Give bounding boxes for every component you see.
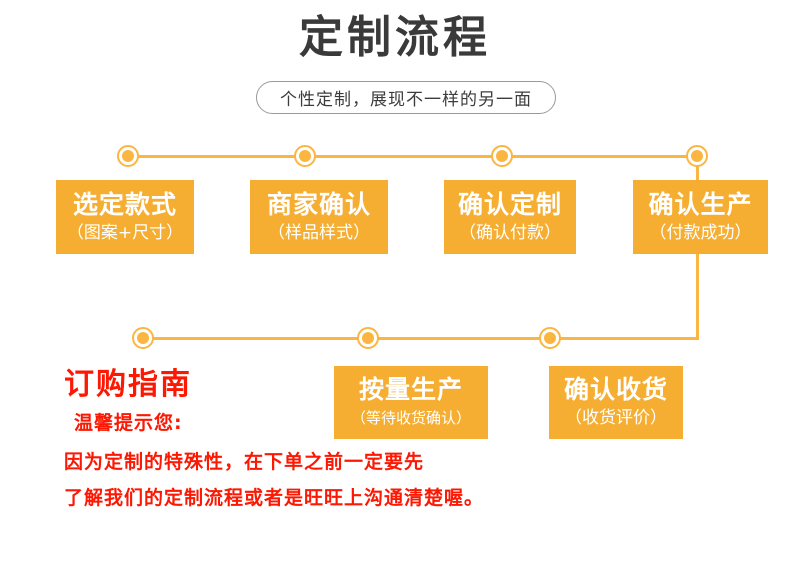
subtitle-text: 个性定制，展现不一样的另一面: [280, 90, 532, 110]
step-6-sub-label: （收货评价）: [565, 408, 667, 428]
step-2-sub-label: （样品样式）: [268, 222, 370, 243]
subtitle-pill: 个性定制，展现不一样的另一面: [256, 81, 556, 114]
flow-node-1: [117, 145, 139, 167]
guide-title: 订购指南: [64, 367, 192, 402]
step-3-main-label: 确认定制: [457, 189, 562, 219]
step-1-sub-label: （图案+尺寸）: [66, 222, 184, 243]
flow-node-6: [357, 327, 379, 349]
guide-note-line-3: 了解我们的定制流程或者是旺旺上沟通清楚喔。: [64, 487, 485, 509]
connector-line-row2: [148, 337, 699, 340]
step-3-sub-label: （确认付款）: [459, 222, 561, 243]
step-4-sub-label: （付款成功）: [649, 222, 752, 243]
flow-node-3: [491, 145, 513, 167]
step-box-5[interactable]: 按量生产 （等待收货确认）: [334, 366, 488, 439]
step-2-main-label: 商家确认: [266, 189, 371, 219]
guide-note-line-2: 因为定制的特殊性，在下单之前一定要先: [64, 451, 425, 473]
flow-node-7: [539, 327, 561, 349]
step-box-4[interactable]: 确认生产 （付款成功）: [633, 180, 768, 254]
step-6-main-label: 确认收货: [563, 375, 668, 404]
guide-note-line-1: 温馨提示您:: [74, 412, 183, 434]
page-title: 定制流程: [299, 12, 491, 63]
step-box-2[interactable]: 商家确认 （样品样式）: [250, 180, 388, 254]
flow-node-5: [132, 327, 154, 349]
step-box-1[interactable]: 选定款式 （图案+尺寸）: [56, 180, 194, 254]
step-5-sub-label: （等待收货确认）: [350, 409, 471, 427]
step-5-main-label: 按量生产: [358, 375, 463, 404]
flow-node-4: [686, 145, 708, 167]
flow-node-2: [294, 145, 316, 167]
step-4-main-label: 确认生产: [648, 189, 753, 219]
connector-line-row1: [134, 155, 698, 158]
step-box-6[interactable]: 确认收货 （收货评价）: [549, 366, 683, 439]
step-1-main-label: 选定款式: [72, 189, 177, 219]
step-box-3[interactable]: 确认定制 （确认付款）: [444, 180, 576, 254]
